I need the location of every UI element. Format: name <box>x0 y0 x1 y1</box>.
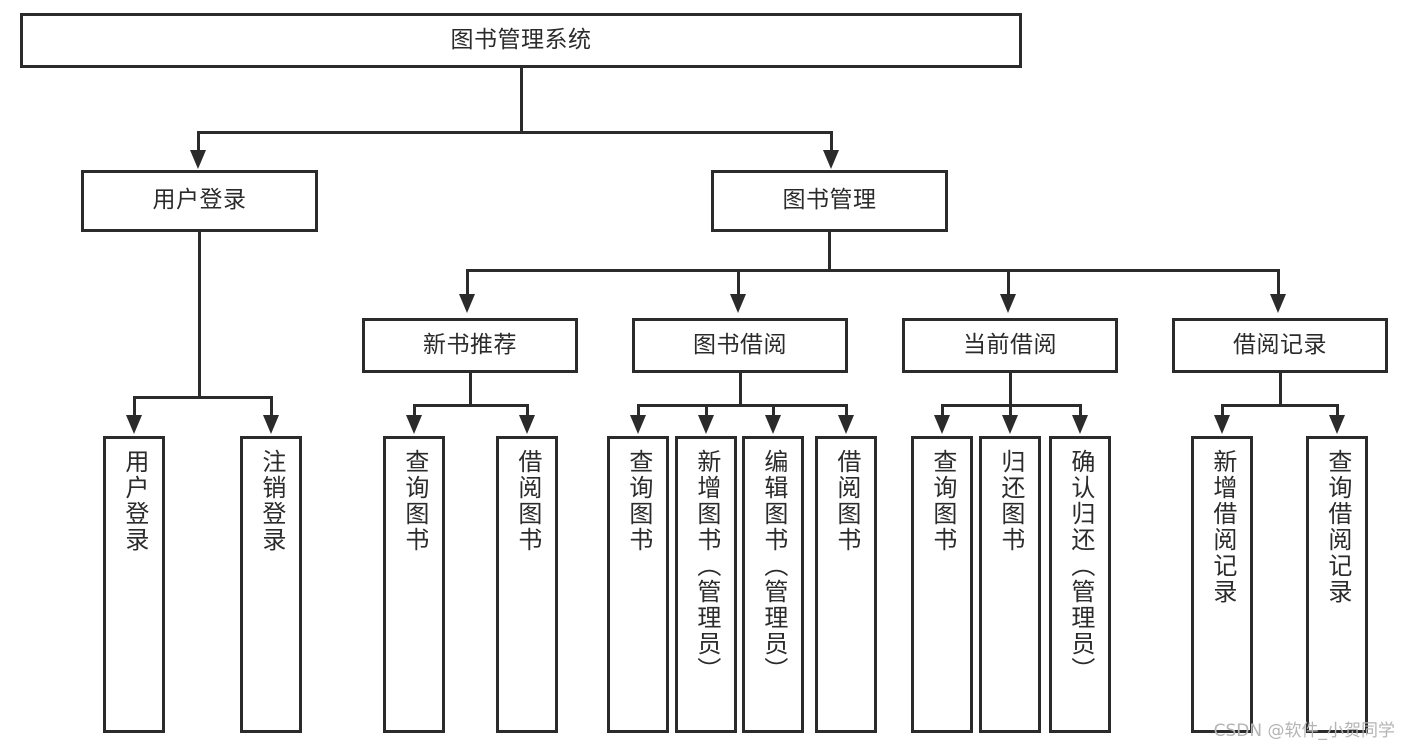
node-label: 图书借阅 <box>693 331 787 358</box>
node-leaf-return-book[interactable]: 归还图书 <box>979 436 1041 733</box>
connector-book-manage-stem <box>828 232 831 269</box>
arrowhead-new-book-rec <box>459 294 475 313</box>
node-user-login[interactable]: 用户登录 <box>81 170 318 232</box>
watermark-text: CSDN @软件_小贺同学 <box>1213 721 1395 741</box>
connector-to-leaf-query-book-2 <box>637 404 640 418</box>
connector-current-borrow-stem <box>1009 373 1012 404</box>
arrowhead-leaf-query-book-3 <box>934 415 950 434</box>
connector-to-leaf-query-book-1 <box>413 404 416 418</box>
arrowhead-leaf-borrow-book-1 <box>519 415 535 434</box>
arrowhead-borrow-record <box>1270 294 1286 313</box>
node-root-system[interactable]: 图书管理系统 <box>20 13 1022 68</box>
connector-root-bus <box>197 131 833 134</box>
arrowhead-leaf-add-record <box>1214 415 1230 434</box>
connector-to-leaf-borrow-book-1 <box>526 404 529 418</box>
connector-to-book-borrow <box>737 269 740 295</box>
arrowhead-leaf-user-login <box>126 415 142 434</box>
node-label: 用户登录 <box>152 187 247 214</box>
node-label: 当前借阅 <box>963 331 1057 358</box>
node-leaf-user-login[interactable]: 用户登录 <box>103 436 165 733</box>
node-leaf-query-book-3[interactable]: 查询图书 <box>911 436 973 733</box>
node-label: 查询借阅记录 <box>1323 449 1352 605</box>
connector-user-login-bus <box>133 396 273 399</box>
node-borrow-record[interactable]: 借阅记录 <box>1172 318 1388 373</box>
arrowhead-leaf-confirm-return <box>1072 415 1088 434</box>
connector-to-leaf-query-record <box>1336 404 1339 418</box>
node-label: 查询图书 <box>928 449 957 553</box>
connector-to-borrow-record <box>1277 269 1280 295</box>
node-label: 借阅图书 <box>513 449 542 553</box>
arrowhead-leaf-query-record <box>1329 415 1345 434</box>
arrowhead-leaf-query-book-1 <box>406 415 422 434</box>
node-leaf-add-record[interactable]: 新增借阅记录 <box>1191 436 1253 733</box>
connector-book-borrow-bus <box>637 404 848 407</box>
node-label: 新书推荐 <box>423 331 517 358</box>
arrowhead-leaf-return-book <box>1002 415 1018 434</box>
connector-root-to-user-login <box>197 131 200 153</box>
arrowhead-leaf-edit-book <box>765 415 781 434</box>
connector-user-login-stem <box>198 232 201 396</box>
node-label: 查询图书 <box>400 449 429 553</box>
arrowhead-leaf-borrow-book-2 <box>838 415 854 434</box>
connector-book-borrow-stem <box>739 373 742 404</box>
connector-book-manage-bus <box>466 269 1280 272</box>
connector-to-leaf-confirm-return <box>1079 404 1082 418</box>
connector-new-book-rec-bus <box>413 404 529 407</box>
connector-to-new-book-rec <box>466 269 469 295</box>
connector-to-leaf-add-book <box>705 404 708 418</box>
node-label: 新增借阅记录 <box>1208 449 1237 605</box>
node-label: 图书管理 <box>782 187 877 214</box>
arrowhead-book-borrow <box>730 294 746 313</box>
node-leaf-borrow-book-2[interactable]: 借阅图书 <box>815 436 877 733</box>
connector-borrow-record-stem <box>1279 373 1282 404</box>
connector-to-leaf-query-book-3 <box>941 404 944 418</box>
node-leaf-query-book-2[interactable]: 查询图书 <box>607 436 669 733</box>
connector-to-leaf-user-logout <box>270 396 273 418</box>
node-leaf-borrow-book-1[interactable]: 借阅图书 <box>496 436 558 733</box>
node-current-borrow[interactable]: 当前借阅 <box>902 318 1118 373</box>
node-label: 查询图书 <box>624 449 653 553</box>
node-label: 借阅记录 <box>1233 331 1327 358</box>
arrowhead-user-login <box>190 150 206 169</box>
node-label: 注销登录 <box>257 449 286 553</box>
node-label: 归还图书 <box>996 449 1025 553</box>
node-label: 用户登录 <box>120 449 149 553</box>
connector-root-to-book-manage <box>830 131 833 153</box>
node-label: 新增图书（管理员） <box>692 449 721 683</box>
node-label: 借阅图书 <box>832 449 861 553</box>
connector-to-leaf-edit-book <box>772 404 775 418</box>
connector-root-stem <box>520 68 523 131</box>
node-leaf-query-book-1[interactable]: 查询图书 <box>383 436 445 733</box>
node-leaf-confirm-return[interactable]: 确认归还（管理员） <box>1049 436 1111 733</box>
node-leaf-edit-book[interactable]: 编辑图书（管理员） <box>742 436 804 733</box>
node-book-borrow[interactable]: 图书借阅 <box>632 318 848 373</box>
connector-to-leaf-return-book <box>1009 404 1012 418</box>
node-label: 确认归还（管理员） <box>1066 449 1095 683</box>
connector-to-leaf-borrow-book-2 <box>845 404 848 418</box>
connector-to-current-borrow <box>1007 269 1010 295</box>
node-leaf-query-record[interactable]: 查询借阅记录 <box>1306 436 1368 733</box>
arrowhead-current-borrow <box>1000 294 1016 313</box>
arrowhead-book-manage <box>823 150 839 169</box>
node-new-book-rec[interactable]: 新书推荐 <box>362 318 578 373</box>
arrowhead-leaf-query-book-2 <box>630 415 646 434</box>
arrowhead-leaf-user-logout <box>263 415 279 434</box>
node-leaf-user-logout[interactable]: 注销登录 <box>240 436 302 733</box>
arrowhead-leaf-add-book <box>698 415 714 434</box>
node-leaf-add-book[interactable]: 新增图书（管理员） <box>675 436 737 733</box>
node-book-manage[interactable]: 图书管理 <box>711 170 948 232</box>
connector-to-leaf-user-login <box>133 396 136 418</box>
connector-to-leaf-add-record <box>1221 404 1224 418</box>
node-label: 编辑图书（管理员） <box>759 449 788 683</box>
connector-borrow-record-bus <box>1221 404 1339 407</box>
node-label: 图书管理系统 <box>450 26 592 53</box>
connector-new-book-rec-stem <box>469 373 472 404</box>
